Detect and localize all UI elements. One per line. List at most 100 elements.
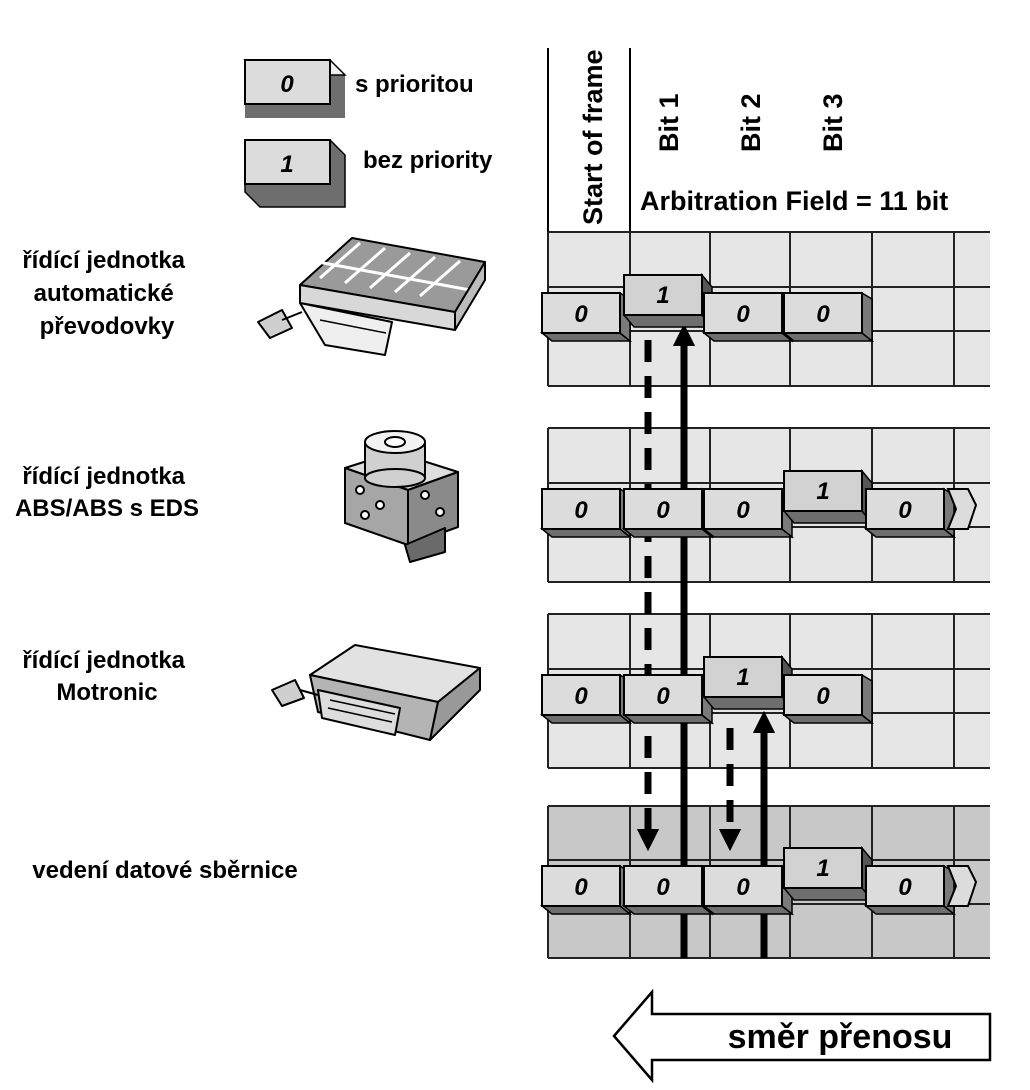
bit-block-row-2-col-1: 0 — [539, 487, 633, 539]
block-shadow — [621, 528, 715, 538]
bit-block-row-2-col-4: 1 — [782, 468, 874, 526]
block-shadow — [539, 905, 633, 915]
block-shadow — [701, 528, 795, 538]
row-3-label-line-2: Motronic — [56, 679, 157, 706]
motronic-control-unit-icon — [271, 644, 481, 741]
bit-block-row-1-col-2: 1 — [622, 272, 714, 330]
block-face — [865, 488, 945, 530]
block-face — [623, 274, 703, 316]
block-face — [623, 488, 703, 530]
row-1-label: řídící jednotka automatické převodovky — [22, 247, 191, 340]
direction-arrow-icon — [612, 988, 992, 1084]
continuation-edge — [946, 488, 978, 530]
transmission-direction: směr přenosu — [612, 988, 992, 1084]
row-3-label: řídící jednotka Motronic — [22, 647, 191, 706]
block-face — [703, 656, 783, 698]
block-face — [783, 292, 863, 334]
bit-block-row-4-col-5: 0 — [863, 864, 957, 916]
direction-label: směr přenosu — [728, 1018, 953, 1056]
bit-block-row-2-col-2: 0 — [621, 487, 715, 539]
bit-block-row-3-col-2: 0 — [621, 673, 715, 725]
row-labels: řídící jednotka automatické převodovky ř… — [15, 247, 298, 884]
bit-value: 0 — [656, 874, 670, 901]
bit-value: 1 — [816, 855, 829, 882]
row-1-label-line-1: řídící jednotka — [22, 247, 185, 274]
block-shadow — [702, 696, 794, 710]
bit-value: 0 — [574, 874, 588, 901]
legend-bit-0-text: 0 — [280, 71, 294, 98]
bit-value: 0 — [898, 497, 912, 524]
block-face — [783, 470, 863, 512]
block-shadow — [539, 332, 633, 342]
block-shadow — [622, 314, 714, 328]
bit-value: 1 — [736, 664, 749, 691]
block-face — [783, 674, 863, 716]
bit-value: 0 — [574, 683, 588, 710]
block-face — [541, 488, 621, 530]
bit-block-row-4-col-3: 0 — [701, 864, 795, 916]
legend-bit-1-block: 1 — [244, 139, 346, 208]
block-face — [783, 847, 863, 889]
block-shadow — [539, 528, 633, 538]
bit-value: 0 — [656, 497, 670, 524]
row-2-label-line-1: řídící jednotka — [22, 463, 185, 490]
block-face — [703, 865, 783, 907]
start-of-frame-label: Start of frame — [578, 49, 608, 225]
bit-block-row-4-col-2: 0 — [621, 864, 715, 916]
block-face — [865, 865, 945, 907]
row-1-label-line-2: automatické — [34, 280, 174, 307]
block-side — [861, 291, 873, 343]
block-shadow — [782, 510, 874, 524]
row-4-label: vedení datové sběrnice — [32, 857, 297, 884]
block-shadow — [701, 332, 795, 342]
block-shadow — [781, 714, 875, 724]
block-shadow — [539, 714, 633, 724]
bit-block-row-4-col-1: 0 — [539, 864, 633, 916]
block-shadow — [781, 332, 875, 342]
bit-value: 0 — [656, 683, 670, 710]
block-face — [703, 488, 783, 530]
block-shadow — [701, 905, 795, 915]
block-shadow — [621, 714, 715, 724]
bit-block-row-3-col-3: 1 — [702, 654, 794, 712]
block-shadow — [782, 887, 874, 901]
bit-value: 0 — [816, 301, 830, 328]
legend-bit-0-block: 0 — [243, 59, 347, 118]
row-1-label-line-3: převodovky — [40, 313, 175, 340]
row-2-label: řídící jednotka ABS/ABS s EDS — [15, 463, 199, 522]
frame-header: Start of frame Bit 1 Bit 2 Bit 3 Arbitra… — [547, 48, 948, 232]
legend: 0 s prioritou 1 bez priority — [243, 59, 493, 208]
bit-value: 0 — [898, 874, 912, 901]
block-shadow — [621, 905, 715, 915]
bit-value: 0 — [816, 683, 830, 710]
block-face — [623, 674, 703, 716]
bit-value: 1 — [816, 478, 829, 505]
legend-no-priority-label: bez priority — [363, 147, 493, 174]
row-3-label-line-1: řídící jednotka — [22, 647, 185, 674]
block-shadow — [863, 528, 957, 538]
bit-block-row-1-col-3: 0 — [701, 291, 795, 343]
bit-block-row-3-col-4: 0 — [781, 673, 875, 725]
bit-value: 0 — [736, 497, 750, 524]
block-side — [861, 673, 873, 725]
block-face — [541, 865, 621, 907]
bit-value: 0 — [736, 301, 750, 328]
bit-block-row-1-col-4: 0 — [781, 291, 875, 343]
block-shadow — [863, 905, 957, 915]
bit-2-label: Bit 2 — [736, 93, 766, 152]
block-face — [703, 292, 783, 334]
row-2-label-line-2: ABS/ABS s EDS — [15, 495, 199, 522]
bit-1-label: Bit 1 — [654, 93, 684, 152]
transmission-control-unit-icon — [257, 237, 486, 356]
block-face — [623, 865, 703, 907]
block-face — [541, 292, 621, 334]
abs-control-unit-icon — [344, 430, 459, 563]
bit-3-label: Bit 3 — [818, 93, 848, 152]
bit-block-row-4-col-4: 1 — [782, 845, 874, 903]
bit-value: 0 — [574, 497, 588, 524]
legend-bit-1-text: 1 — [280, 151, 293, 178]
bit-block-row-2-col-5: 0 — [863, 487, 957, 539]
bit-block-row-3-col-1: 0 — [539, 673, 633, 725]
